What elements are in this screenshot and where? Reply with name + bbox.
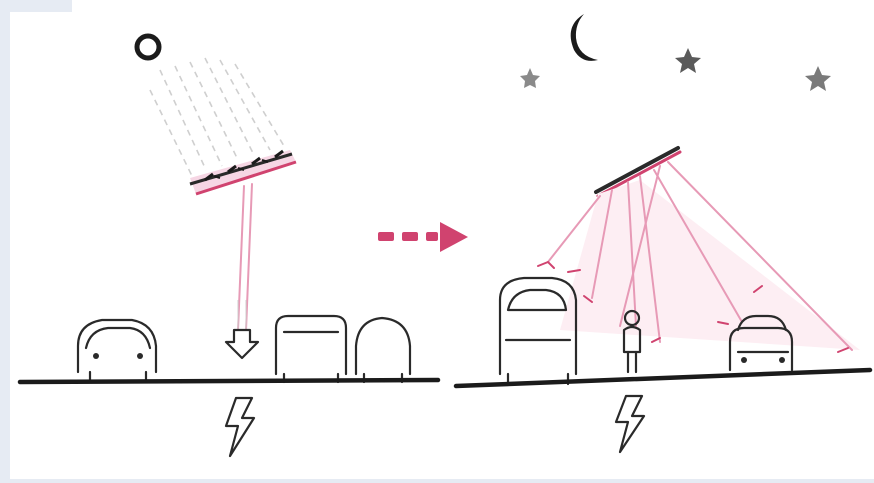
frame-corner bbox=[0, 0, 72, 12]
ground-line bbox=[20, 380, 438, 382]
